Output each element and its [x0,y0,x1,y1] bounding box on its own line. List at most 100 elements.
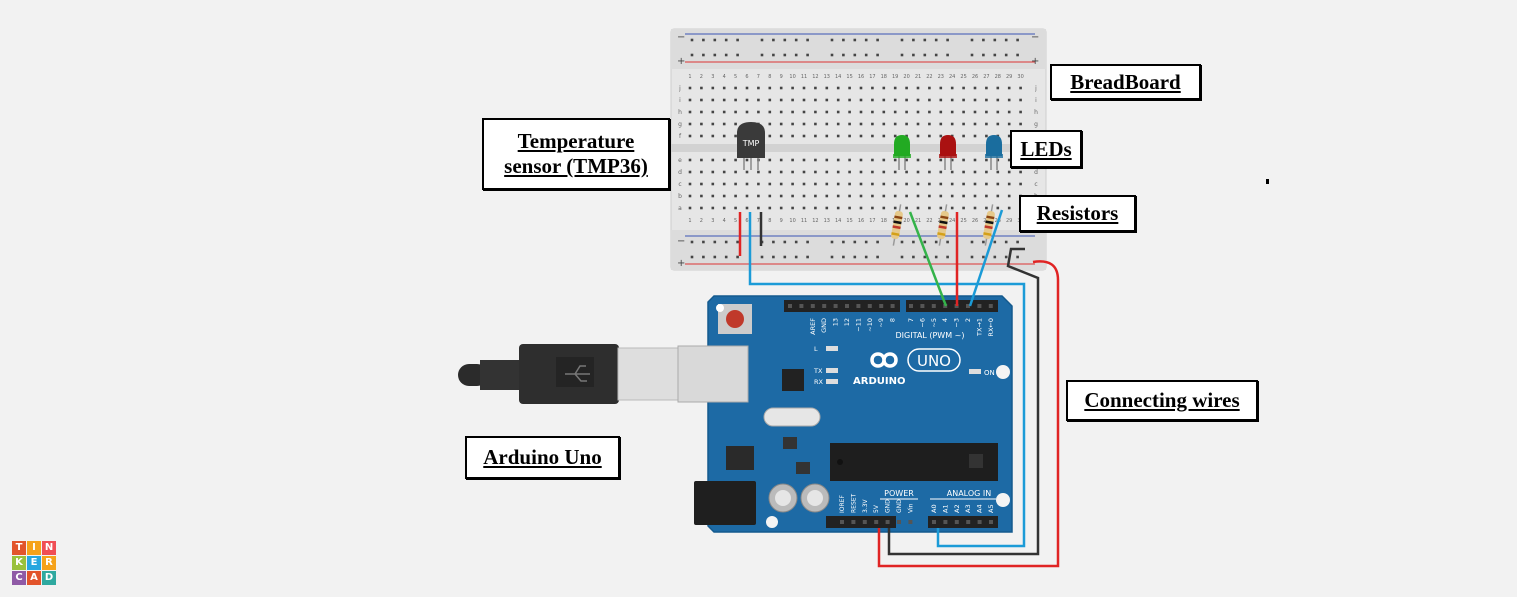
breadboard[interactable]: − + − + − + 1122334455667788991010111112… [670,28,1047,271]
breadboard-hole [722,110,726,114]
column-number: 8 [768,218,771,224]
breadboard-hole [973,158,977,162]
breadboard-hole [768,98,772,102]
breadboard-hole [768,134,772,138]
rail-hole [760,255,764,259]
breadboard-hole [905,134,908,138]
led-red[interactable] [939,135,957,170]
rail-hole [853,53,857,57]
header-left [784,300,900,312]
rail-hole [993,240,997,244]
breadboard-hole [962,194,965,198]
rail-hole [794,53,798,57]
breadboard-hole [996,182,1000,186]
column-number: 21 [915,74,921,80]
label-breadboard-text: BreadBoard [1070,70,1181,94]
column-number: 28 [995,74,1001,80]
breadboard-hole [939,206,943,210]
column-number: 22 [926,74,932,80]
dc-power-jack [694,481,756,525]
resistor-band [891,232,900,237]
breadboard-hole [722,134,726,138]
power-pin-label: Vin [907,503,914,513]
rail-hole [923,53,927,57]
column-number: 24 [949,74,955,80]
breadboard-hole [791,134,794,138]
breadboard-hole [757,110,760,114]
breadboard-hole [1019,182,1022,186]
breadboard-hole [814,122,817,126]
rail-hole [900,255,904,259]
rail-hole [853,240,857,244]
led-blue[interactable] [985,135,1003,170]
digital-label: DIGITAL (PWM ~) [896,331,965,340]
breadboard-hole [916,206,920,210]
breadboard-hole [825,170,829,174]
rail-hole [760,38,764,42]
breadboard-hole [950,206,954,210]
breadboard-hole [905,122,908,126]
rail-hole [702,240,705,244]
rail-hole [864,38,868,42]
rail-hole [702,53,705,57]
header-hole [954,520,959,524]
breadboard-hole [688,86,692,90]
header-hole [931,304,936,308]
led-green[interactable] [893,135,911,170]
breadboard-hole [939,134,943,138]
led-bulb [940,135,956,156]
resistor-band [892,225,901,230]
rail-hole [934,38,938,42]
reset-button[interactable] [726,310,744,328]
resistor[interactable] [981,204,996,247]
breadboard-hole [700,194,703,198]
column-number: 3 [711,218,714,224]
rail-hole [853,255,857,259]
resistor-band [937,232,946,237]
breadboard-hole [825,122,829,126]
analog-pin-label: A1 [941,504,949,513]
column-number: 29 [1006,74,1012,80]
breadboard-hole [893,98,897,102]
breadboard-hole [757,170,760,174]
rail-hole [772,53,775,57]
status-led [826,379,838,384]
row-letter: d [1034,169,1038,176]
breadboard-hole [962,122,965,126]
header-hole [909,304,913,308]
connecting-wires [738,209,1060,568]
temperature-sensor[interactable]: TMP [737,122,765,170]
resistor[interactable] [889,204,904,247]
breadboard-hole [700,170,703,174]
breadboard-hole [745,86,749,90]
breadboard-hole [779,194,783,198]
header-hole [966,520,971,524]
resistor-band [894,215,903,220]
resistor[interactable] [935,204,950,247]
breadboard-hole [859,122,863,126]
digital-pin-label: ~5 [930,318,938,328]
column-number: 27 [983,74,989,80]
breadboard-hole [893,182,897,186]
breadboard-hole [1007,122,1011,126]
breadboard-hole [700,98,703,102]
breadboard-hole [950,182,954,186]
breadboard-hole [779,98,783,102]
rail-hole [842,255,845,259]
breadboard-hole [722,194,726,198]
column-number: 1 [688,74,691,80]
breadboard-hole [836,158,840,162]
breadboard-hole [859,110,863,114]
capacitor-right-top [807,490,823,506]
breadboard-hole [962,110,965,114]
breadboard-hole [1019,98,1022,102]
rail-hole [794,240,798,244]
usb-cable[interactable] [458,344,681,404]
column-number: 4 [723,74,726,80]
rail-hole [783,240,787,244]
breadboard-hole [711,86,715,90]
column-number: 6 [745,74,748,80]
breadboard-hole [814,98,817,102]
